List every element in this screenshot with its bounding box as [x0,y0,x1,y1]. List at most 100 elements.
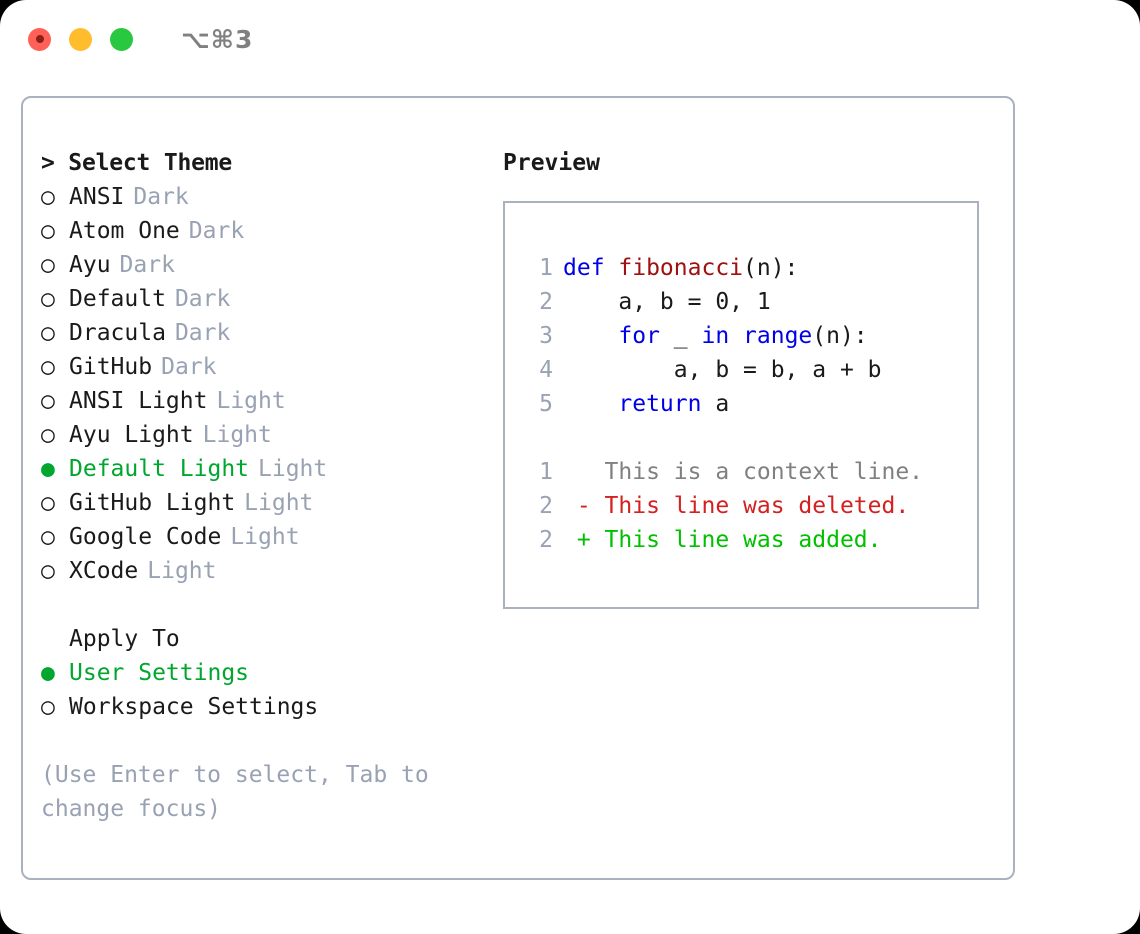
minimize-window-icon[interactable] [69,27,92,51]
keyboard-hint-text: (Use Enter to select, Tab to change focu… [41,762,443,822]
radio-unselected-icon: ○ [41,490,55,516]
code-line: 2 a, b = 0, 1 [523,285,977,319]
theme-variant-badge: Dark [174,320,231,346]
theme-option-label: Ayu Light [69,422,194,448]
token-plain [563,323,618,349]
line-content: + This line was added. [563,523,882,557]
theme-option-ansi-light[interactable]: ○ ANSI Light Light [41,384,503,418]
token-plain: _ [659,323,702,349]
theme-variant-badge: Light [244,490,314,516]
preview-heading: Preview [503,150,600,176]
theme-variant-badge: Dark [161,354,217,380]
spacer [41,724,503,758]
token-del: - This line was deleted. [563,493,910,519]
radio-unselected-icon: ○ [41,218,55,244]
theme-variant-badge: Light [216,388,286,414]
theme-option-ayu-light[interactable]: ○ Ayu Light Light [41,418,503,452]
line-content: - This line was deleted. [563,489,909,523]
theme-option-label: Ayu [69,252,111,278]
theme-option-dracula[interactable]: ○ Dracula Dark [41,316,503,350]
line-number: 2 [539,493,553,519]
theme-option-label: Dracula [69,320,166,346]
line-content: def fibonacci(n): [563,251,798,285]
diff-sample: 1 This is a context line.2 - This line w… [523,455,977,557]
token-plain: (n): [743,255,799,281]
apply-to-option-workspace-settings[interactable]: ○ Workspace Settings [41,690,503,724]
token-kw: in range [701,323,813,349]
code-line: 4 a, b = b, a + b [523,353,977,387]
line-number: 3 [539,323,553,349]
theme-option-atom-one[interactable]: ○ Atom One Dark [41,214,503,248]
theme-variant-badge: Light [202,422,272,448]
code-line: 5 return a [523,387,977,421]
radio-unselected-icon: ○ [41,354,55,380]
token-kw: return [618,391,702,417]
theme-option-label: Default [69,286,166,312]
theme-option-label: XCode [69,558,139,584]
spacer [523,421,977,455]
line-number: 1 [539,255,553,281]
radio-unselected-icon: ○ [41,252,55,278]
token-plain [563,391,618,417]
theme-option-default[interactable]: ○ Default Dark [41,282,503,316]
token-add: + This line was added. [563,527,882,553]
token-kw: for [618,323,660,349]
keyboard-shortcut-label: ⌥⌘3 [181,24,254,54]
radio-unselected-icon: ○ [41,694,55,720]
radio-selected-icon: ● [41,660,55,686]
apply-to-option-user-settings[interactable]: ● User Settings [41,656,503,690]
radio-unselected-icon: ○ [41,320,55,346]
theme-variant-badge: Dark [133,184,189,210]
apply-to-option-label: User Settings [69,660,250,686]
spacer [41,588,503,622]
token-plain: (n): [812,323,868,349]
radio-selected-icon: ● [41,456,55,482]
radio-unselected-icon: ○ [41,524,55,550]
line-content: This is a context line. [563,455,924,489]
theme-option-label: ANSI Light [69,388,208,414]
diff-line: 2 - This line was deleted. [523,489,977,523]
radio-unselected-icon: ○ [41,184,55,210]
theme-option-label: Atom One [69,218,180,244]
theme-variant-badge: Dark [174,286,231,312]
apply-to-option-label: Workspace Settings [69,694,319,720]
radio-unselected-icon: ○ [41,422,55,448]
line-number: 4 [539,357,553,383]
radio-unselected-icon: ○ [41,286,55,312]
line-number: 1 [539,459,553,485]
theme-option-label: ANSI [69,184,125,210]
theme-variant-badge: Dark [188,218,245,244]
diff-line: 2 + This line was added. [523,523,977,557]
token-plain: a [701,391,730,417]
title-bar: ⌥⌘3 [0,0,1140,78]
window-traffic-lights [28,27,133,51]
code-line: 1 def fibonacci(n): [523,251,977,285]
theme-option-ansi[interactable]: ○ ANSI Dark [41,180,503,214]
token-plain: a, b = 0, 1 [563,289,771,315]
theme-option-label: GitHub Light [69,490,236,516]
apply-to-list[interactable]: ● User Settings ○ Workspace Settings [41,656,503,724]
theme-variant-badge: Light [147,558,217,584]
diff-line: 1 This is a context line. [523,455,977,489]
select-theme-heading: > Select Theme [41,150,233,176]
maximize-window-icon[interactable] [110,27,133,51]
token-ctx: This is a context line. [563,459,924,485]
radio-unselected-icon: ○ [41,388,55,414]
theme-option-label: Google Code [69,524,222,550]
theme-variant-badge: Light [258,456,328,482]
theme-option-github-light[interactable]: ○ GitHub Light Light [41,486,503,520]
line-number: 2 [539,527,553,553]
apply-to-heading: Apply To [69,626,180,652]
close-window-icon[interactable] [28,27,51,51]
